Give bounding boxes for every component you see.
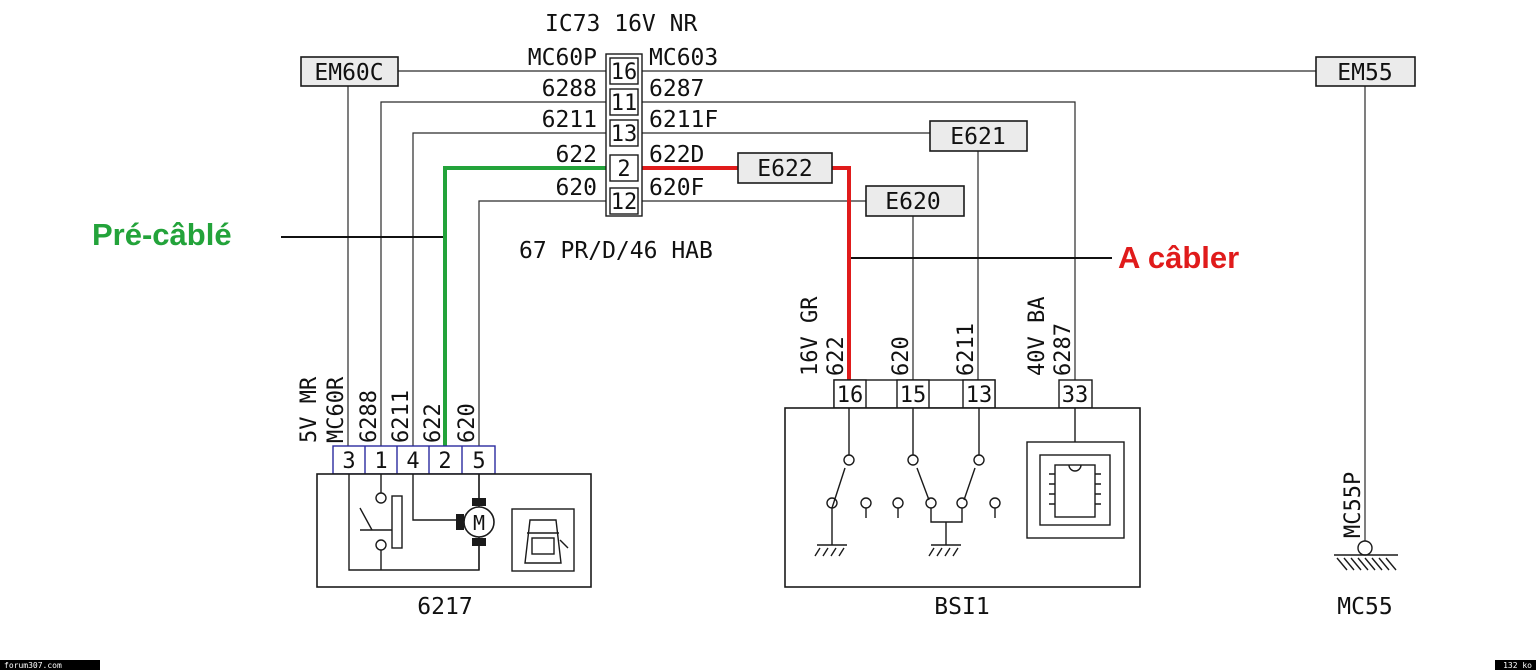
ground-mc55: MC55P MC55 (1334, 472, 1398, 620)
splice-label: E620 (885, 189, 940, 215)
footer-size: 132 ko (1503, 661, 1532, 670)
wire-label: 620 (455, 403, 480, 443)
connector-pin: 12 (611, 190, 638, 215)
connector-pin: 13 (611, 122, 638, 147)
splice-label: E622 (757, 156, 812, 182)
splice-em55: EM55 (1315, 56, 1416, 87)
left-wire-label: MC60P (528, 45, 597, 71)
component-pin: 13 (966, 383, 993, 408)
ground-hatch (1336, 557, 1397, 571)
right-wire-label: 620F (649, 175, 704, 201)
acabler-wire (832, 166, 851, 380)
component-name: 6217 (417, 594, 472, 620)
footer-site: forum307.com (4, 661, 62, 670)
right-wire-label: 622D (649, 142, 704, 168)
connector-title: IC73 16V NR (545, 11, 697, 37)
splice-e620: E620 (865, 185, 965, 217)
component-pin: 1 (374, 449, 387, 474)
connector-pin: 11 (611, 91, 638, 116)
car-icon (524, 519, 569, 564)
wires (281, 70, 1366, 541)
precable-wire (443, 166, 608, 446)
footer: forum307.com 132 ko (0, 660, 1536, 670)
splice-e622: E622 (737, 152, 833, 184)
wire-label: 622 (421, 403, 446, 443)
component-pin: 3 (342, 449, 355, 474)
left-wire-label: 620 (555, 175, 597, 201)
chip-icon (1049, 464, 1101, 518)
component-name: BSI1 (934, 594, 989, 620)
connector-pin: 16 (611, 60, 638, 85)
acabler-annotation: A câbler (1118, 240, 1239, 275)
ground-wire-label: MC55P (1341, 472, 1366, 538)
left-wire-label: 6211 (542, 107, 597, 133)
left-wire-label: 6288 (542, 76, 597, 102)
wire-label: 622 (824, 336, 849, 376)
component-bsi1: 16V GR 622 620 6211 40V BA 6287 16 15 13… (784, 296, 1141, 620)
splice-label: EM60C (314, 60, 383, 86)
connector-pin: 2 (617, 157, 630, 182)
wire-label: 5V MR (297, 376, 322, 443)
splice-e621: E621 (929, 120, 1028, 152)
wire-label: 40V BA (1025, 297, 1050, 376)
right-wire-label: 6211F (649, 107, 718, 133)
right-wire-label: 6287 (649, 76, 704, 102)
harness-ref: 67 PR/D/46 HAB (519, 238, 713, 264)
component-pin: 15 (900, 383, 927, 408)
component-pin: 16 (837, 383, 864, 408)
component-pin: 5 (472, 449, 485, 474)
svg-text:M: M (473, 511, 485, 535)
splice-em60c: EM60C (300, 56, 399, 87)
connector-ic73: IC73 16V NR 16 11 13 2 12 MC60P 6288 621… (519, 11, 718, 264)
ground-name: MC55 (1337, 594, 1392, 620)
left-wire-label: 622 (555, 142, 597, 168)
component-pin: 2 (438, 449, 451, 474)
wire-label: 6211 (389, 390, 414, 443)
wire-label: 6211 (954, 323, 979, 376)
wire-label: 16V GR (798, 296, 823, 376)
wire-label: MC60R (324, 376, 349, 443)
wire-label: 6288 (357, 390, 382, 443)
splice-label: E621 (950, 124, 1005, 150)
splice-label: EM55 (1337, 60, 1392, 86)
wire-label: 620 (889, 336, 914, 376)
precable-annotation: Pré-câblé (92, 217, 232, 252)
wire-label: 6287 (1051, 323, 1076, 376)
component-pin: 4 (406, 449, 419, 474)
component-6217: 5V MR MC60R 6288 6211 622 620 3 1 4 2 5 (297, 376, 592, 620)
right-wire-label: MC603 (649, 45, 718, 71)
component-pin: 33 (1062, 383, 1089, 408)
